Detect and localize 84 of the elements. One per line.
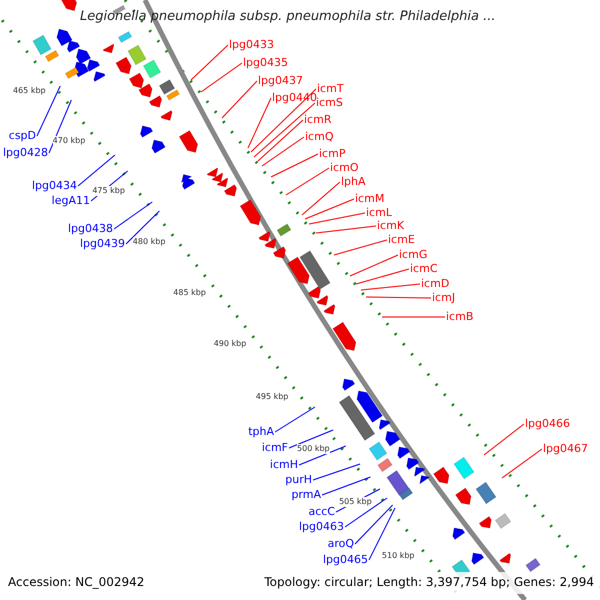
- gene-label: icmP: [319, 147, 346, 161]
- leader-line: [350, 254, 398, 276]
- leader-line: [258, 120, 304, 162]
- title: Legionella pneumophila subsp. pneumophila str. Philadelphia ...: [80, 10, 496, 24]
- gene-label: tphA: [248, 425, 274, 439]
- gene-label: icmC: [410, 262, 438, 276]
- scale-tick-label: 500 kbp: [297, 444, 330, 454]
- leader-line: [360, 284, 420, 290]
- leader-line: [502, 448, 542, 478]
- leader-line: [484, 424, 524, 456]
- footer-text: Accession: NC_002942: [8, 575, 144, 589]
- leader-line: [250, 88, 316, 152]
- leader-line: [190, 44, 228, 80]
- scale-tick-label: 470 kbp: [52, 136, 86, 146]
- leader-line: [368, 508, 396, 560]
- gene-label: icmH: [270, 458, 298, 472]
- gene-label: aroQ: [328, 537, 354, 551]
- gene-label: lpg0467: [543, 442, 588, 456]
- gene-label: lpg0438: [68, 222, 113, 236]
- scale-tick-label: 480 kbp: [132, 237, 166, 247]
- gene-label: lpg0433: [229, 38, 274, 52]
- leader-line: [316, 226, 376, 234]
- gene-label: lpg0437: [258, 74, 304, 88]
- gene-label: icmF: [262, 441, 288, 455]
- leader-line: [304, 198, 354, 220]
- footer-text: Topology: circular; Length: 3,397,754 bp; Genes: 2,994: [264, 575, 594, 589]
- gene-label: icmS: [316, 96, 343, 110]
- scale-tick-label: 490 kbp: [214, 339, 246, 349]
- leader-line: [366, 296, 432, 298]
- gene-label: lpg0439: [80, 237, 125, 251]
- scale-tick-label: 495 kbp: [256, 392, 288, 402]
- gene-label: icmD: [421, 277, 450, 291]
- gene-label: icmB: [446, 310, 474, 324]
- gene-label: legA11: [52, 194, 90, 208]
- gene-label: icmQ: [305, 130, 334, 144]
- leader-line: [334, 240, 388, 256]
- leader-line: [308, 212, 366, 224]
- leader-line: [302, 182, 340, 216]
- leader-line: [288, 430, 334, 448]
- leader-line: [254, 102, 316, 158]
- leader-line: [48, 100, 72, 154]
- leader-line: [312, 464, 361, 480]
- gene-label: icmJ: [432, 291, 456, 305]
- gene-label: lpg0463: [298, 520, 344, 534]
- gene-label: icmL: [366, 206, 392, 220]
- gene-label: lpg0428: [2, 146, 48, 160]
- gene-label: lpg0435: [243, 56, 288, 70]
- gene-label: icmM: [355, 192, 384, 206]
- leader-line: [382, 316, 446, 318]
- leader-line: [322, 476, 371, 496]
- leader-line: [78, 154, 116, 186]
- leader-line: [274, 406, 316, 432]
- gene-label: purH: [285, 473, 312, 487]
- leader-line: [114, 202, 153, 230]
- leader-line: [262, 136, 304, 166]
- gene-label: icmE: [388, 233, 415, 247]
- gene-label: icmO: [330, 161, 358, 175]
- scale-tick-label: 475 kbp: [92, 186, 125, 196]
- gene-label: lpg0434: [32, 179, 77, 193]
- leader-line: [298, 446, 346, 466]
- gene-label: prmA: [291, 488, 321, 502]
- gene-label: cspD: [8, 129, 36, 143]
- leader-line: [354, 504, 394, 544]
- leader-line: [248, 98, 272, 148]
- leader-line: [200, 62, 242, 92]
- leader-line: [286, 168, 330, 196]
- gene-label: icmT: [317, 82, 344, 96]
- gene-label: lpg0466: [525, 417, 570, 431]
- gene-label: lphA: [341, 175, 366, 189]
- scale-tick-label: 465 kbp: [13, 86, 46, 96]
- leader-line: [126, 210, 160, 244]
- scale-tick-label: 510 kbp: [382, 551, 415, 561]
- scale-tick-label: 505 kbp: [339, 497, 372, 507]
- leader-line: [344, 498, 388, 528]
- leader-line: [270, 154, 318, 178]
- scale-tick-label: 485 kbp: [173, 288, 206, 298]
- gene-label: lpg0465: [322, 553, 368, 567]
- gene-label: icmK: [377, 219, 404, 233]
- gene-label: icmR: [304, 113, 332, 127]
- leader-line: [356, 268, 410, 284]
- leader-line: [222, 80, 258, 118]
- gene-label: icmG: [399, 248, 428, 262]
- gene-label: accC: [308, 505, 335, 519]
- leader-line: [36, 86, 61, 136]
